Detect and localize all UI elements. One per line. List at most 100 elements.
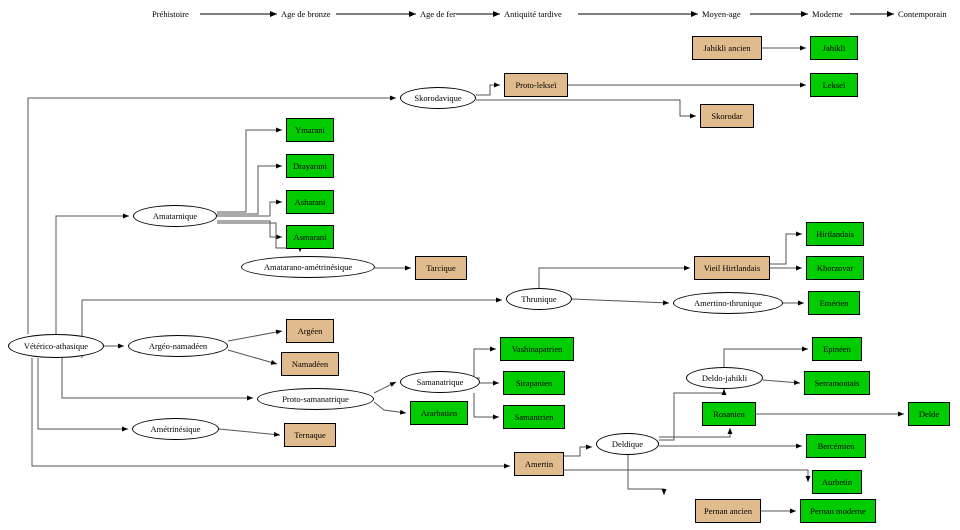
node-label-serramontais: Serramontais [814,377,860,388]
node-label-hirtlandais: Hirtlandais [816,228,854,239]
edge-skorodavique-to-protoleksei [476,82,500,96]
node-epineen[interactable]: Epinéen [812,337,862,361]
edge-argeonama-to-namadeen [227,349,278,365]
node-label-khorzovar: Khorzovar [816,262,854,273]
node-deldojahikli[interactable]: Deldo-jahikli [686,367,763,389]
edge-amertin-to-aurbetin [564,469,811,482]
node-label-skorodavique: Skorodavique [414,92,462,103]
node-label-amatarano: Amatarano-amétrinésique [263,261,353,272]
node-jahikli[interactable]: Jahikli [810,36,858,60]
node-label-sirapanien: Sirapanien [515,377,553,388]
node-delde[interactable]: Delde [908,402,950,426]
node-emerien[interactable]: Emérien [808,291,860,315]
node-pernanancien[interactable]: Pernan ancien [695,499,761,523]
node-argeonama[interactable]: Argéo-namadéen [128,335,228,357]
node-label-namadeen: Namadéen [291,358,329,369]
node-deldique[interactable]: Deldique [596,433,659,455]
edge-skorodavique-to-skorodar [476,99,696,119]
node-label-ymarani: Ymarani [295,124,325,135]
node-amatarnique[interactable]: Amatarnique [133,205,217,227]
node-ternaque[interactable]: Ternaque [284,423,336,447]
edge-thrunique-to-vieilhirt [538,265,690,288]
node-serramontais[interactable]: Serramontais [804,371,870,395]
edge-paths [27,45,904,514]
node-veterico[interactable]: Vétérico-athasique [8,334,104,358]
node-label-amatarnique: Amatarnique [152,210,198,221]
node-samantrien[interactable]: Samantrien [503,405,565,429]
node-argeen[interactable]: Argéen [286,319,334,343]
node-label-thrunique: Thrunique [521,293,557,304]
node-ararbatien[interactable]: Ararbatien [410,401,468,425]
era-label-6: Contemporain [898,9,947,19]
node-label-asharani: Asharani [294,196,326,207]
edge-thrunique-to-amertinothr [571,298,670,306]
node-label-protoleksei: Proto-lekseï [515,79,557,90]
edge-veterico-to-amertin [31,358,510,469]
era-label-3: Antiquité tardive [504,9,562,19]
node-amatarano[interactable]: Amatarano-amétrinésique [241,256,375,278]
node-ymarani[interactable]: Ymarani [286,118,334,142]
edge-amatarnique-to-ymarani [217,127,282,213]
era-label-4: Moyen-age [702,9,741,19]
node-label-pernanancien: Pernan ancien [704,505,752,516]
node-namadeen[interactable]: Namadéen [281,352,339,376]
node-label-amertinothr: Amertino-thrunique [694,297,762,308]
node-label-epineen: Epinéen [823,343,851,354]
node-ametrinesiq[interactable]: Amétrinésique [132,418,219,440]
edge-amatarnique-to-drayarani [217,163,282,215]
node-samanatrique[interactable]: Samanatrique [400,371,480,393]
node-label-samantrien: Samantrien [514,411,554,422]
node-skorodavique[interactable]: Skorodavique [400,87,476,109]
node-jahikliancien[interactable]: Jahikli ancien [692,36,762,60]
node-vieilhirt[interactable]: Vieil Hirtlandais [694,256,770,280]
node-skorodar[interactable]: Skorodar [700,104,754,128]
edge-veterico-to-amatarnique [55,213,129,358]
node-label-skorodar: Skorodar [711,110,743,121]
node-thrunique[interactable]: Thrunique [506,288,572,310]
edge-amatarnique-to-amatarano [217,222,303,252]
node-label-emerien: Emérien [819,297,849,308]
edge-amertin-to-deldique [564,444,592,457]
node-label-deldojahikli: Deldo-jahikli [701,372,748,383]
edge-deldojahikli-to-epineen [723,346,808,367]
node-label-argeonama: Argéo-namadéen [148,340,208,351]
node-protoleksei[interactable]: Proto-lekseï [504,73,568,97]
node-label-drayarani: Drayarani [293,160,327,171]
edge-deldojahikli-to-serramontais [762,379,801,386]
node-amertin[interactable]: Amertin [514,452,564,476]
node-label-vieilhirt: Vieil Hirtlandais [703,262,761,273]
node-tarcique[interactable]: Tarcique [415,256,467,280]
node-asharani[interactable]: Asharani [286,190,334,214]
node-label-jahikli: Jahikli [822,42,846,53]
node-label-amertin: Amertin [524,458,554,469]
node-label-pernanmoderne: Pernan moderne [810,505,866,516]
node-leksei[interactable]: Lekseï [810,73,858,97]
era-label-5: Moderne [812,9,843,19]
node-label-protosama: Proto-samanatrique [282,393,349,404]
node-rosanien[interactable]: Rosanien [702,402,756,426]
node-amertinothr[interactable]: Amertino-thrunique [673,292,783,314]
edge-deldique-to-pernanancien [627,455,667,495]
node-khorzovar[interactable]: Khorzovar [806,256,864,280]
node-pernanmoderne[interactable]: Pernan moderne [800,499,876,523]
node-protosama[interactable]: Proto-samanatrique [257,388,374,410]
node-bercemien[interactable]: Bercémien [806,434,866,458]
node-hirtlandais[interactable]: Hirtlandais [806,222,864,246]
node-sirapanien[interactable]: Sirapanien [503,371,565,395]
edge-samanatrique-to-samantrien [473,393,499,420]
edge-protosama-to-samanatrique [373,381,397,394]
node-label-rosanien: Rosanien [713,408,745,419]
node-asmarani[interactable]: Asmarani [286,225,334,249]
node-label-asmarani: Asmarani [293,231,327,242]
node-vashinapat[interactable]: Vashinapatrien [500,337,574,361]
node-label-ararbatien: Ararbatien [420,407,458,418]
node-label-bercemien: Bercémien [817,440,855,451]
edge-argeonama-to-argeen [227,329,283,342]
node-drayarani[interactable]: Drayarani [286,154,334,178]
node-label-argeen: Argéen [297,325,323,336]
node-label-aurbetin: Aurbetin [821,476,853,487]
node-aurbetin[interactable]: Aurbetin [812,470,862,494]
node-label-veterico: Vétérico-athasique [23,340,89,351]
